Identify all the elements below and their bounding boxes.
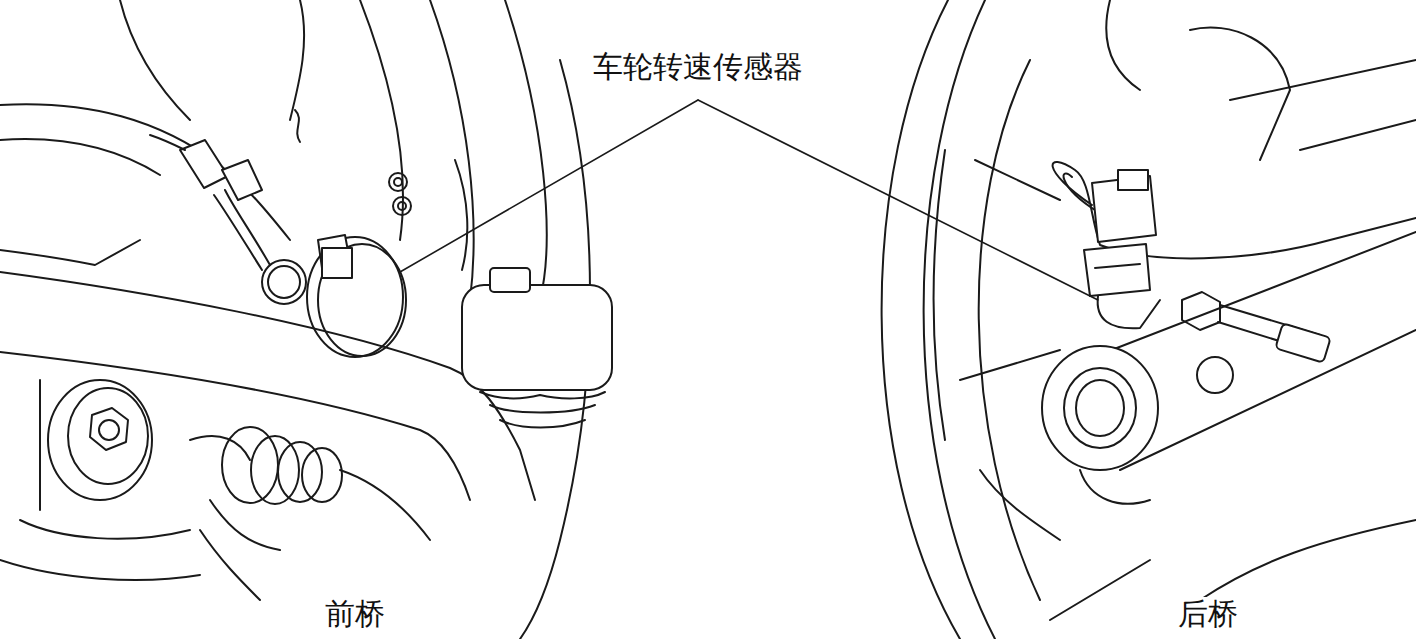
leader-line	[698, 100, 1098, 300]
rear-axle-drawing	[882, 0, 1416, 639]
axle-caption: 后桥	[1175, 597, 1241, 632]
front-axle-drawing	[0, 0, 612, 639]
leader-lines	[400, 100, 1098, 300]
axle-caption: 前桥	[322, 597, 388, 632]
leader-line	[400, 100, 698, 272]
callout-label: 车轮转速传感器	[590, 50, 806, 85]
